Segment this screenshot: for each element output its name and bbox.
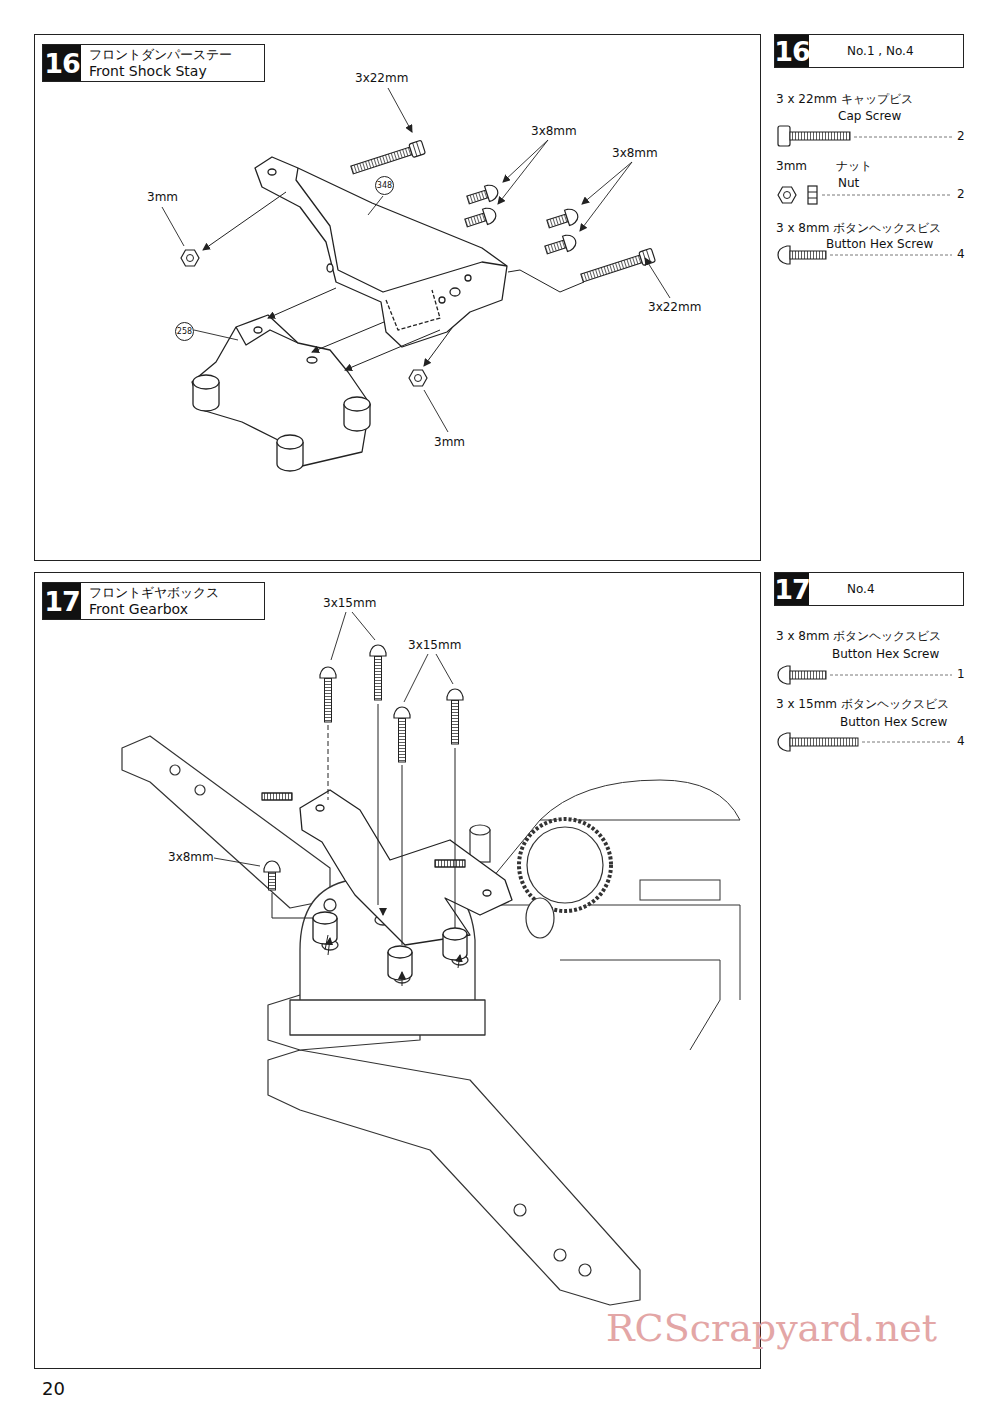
- parts-list-name: 3 x 15mm ボタンヘックスビス: [776, 697, 949, 711]
- title-text-group: No.4: [847, 581, 875, 597]
- callout-dimension: 3x8mm: [531, 124, 577, 138]
- assembly-arrow: [272, 704, 460, 986]
- shock-stay-assembly: [262, 790, 512, 980]
- step-number: 16: [774, 38, 810, 65]
- parts-count: 4: [957, 247, 965, 261]
- step-title: Front Shock Stay: [89, 63, 232, 79]
- callout-dimension: 3mm: [434, 435, 465, 449]
- callout-dimension: 3x15mm: [323, 596, 376, 610]
- callout-dimension: 3x15mm: [408, 638, 461, 652]
- step-number: 17: [44, 588, 80, 615]
- title-text-group: フロントダンパーステーFront Shock Stay: [89, 47, 232, 79]
- screw: [264, 645, 463, 890]
- parts-list-name: 3 x 8mm ボタンヘックスビス: [776, 629, 941, 643]
- parts-count: 2: [957, 129, 965, 143]
- shock-stay-mount-part: [192, 315, 370, 471]
- step-number-block: 16: [43, 45, 81, 81]
- watermark: RCScrapyard.net: [606, 1306, 937, 1352]
- parts-list-name: Button Hex Screw: [832, 647, 939, 661]
- step-title: No.1 , No.4: [847, 43, 914, 59]
- parts-header-box: 17 No.4: [774, 572, 964, 606]
- step-title: Front Gearbox: [89, 601, 219, 617]
- parts-bag-icon: [819, 42, 837, 600]
- callout-dimension: 3x22mm: [648, 300, 701, 314]
- parts-count: 1: [957, 667, 965, 681]
- parts-list-name: Nut: [838, 176, 859, 190]
- part-number: 258: [175, 322, 194, 341]
- step-title: フロントギヤボックス: [89, 585, 219, 601]
- step-number-block: 17: [775, 573, 809, 605]
- panel-frame: [35, 35, 761, 1369]
- step-title-box: 17 フロントギヤボックスFront Gearbox: [42, 582, 265, 620]
- callout-dimension: 3x8mm: [612, 146, 658, 160]
- step-title: No.4: [847, 581, 875, 597]
- screw: [181, 140, 655, 386]
- title-text-group: フロントギヤボックスFront Gearbox: [89, 585, 219, 617]
- page-number: 20: [42, 1378, 65, 1400]
- step-number: 16: [44, 50, 80, 77]
- parts-list-name: ナット: [836, 159, 872, 173]
- callout-dimension: 3x22mm: [355, 71, 408, 85]
- part-number: 348: [375, 176, 394, 195]
- parts-count: 4: [957, 734, 965, 748]
- step-number: 17: [774, 576, 810, 603]
- suspension-arm: [122, 736, 640, 1305]
- parts-list-name: 3 x 8mm ボタンヘックスビス: [776, 221, 941, 235]
- step-title: フロントダンパーステー: [89, 47, 232, 63]
- parts-list-name: Button Hex Screw: [826, 237, 933, 251]
- callout-dimension: 3x8mm: [168, 850, 214, 864]
- parts-list-name: Button Hex Screw: [840, 715, 947, 729]
- parts-list-name: 3mm: [776, 159, 807, 173]
- callout-dimension: 3mm: [147, 190, 178, 204]
- parts-count: 2: [957, 187, 965, 201]
- step-number-block: 17: [43, 583, 81, 619]
- step-number-block: 16: [775, 35, 809, 67]
- title-text-group: No.1 , No.4: [847, 43, 914, 59]
- front-shock-stay-part: [255, 157, 507, 347]
- step-title-box: 16 フロントダンパーステーFront Shock Stay: [42, 44, 265, 82]
- parts-header-box: 16 No.1 , No.4: [774, 34, 964, 68]
- parts-list-name: Cap Screw: [838, 109, 901, 123]
- assembly-arrow: [203, 192, 584, 370]
- leader-line: [162, 88, 670, 432]
- parts-list-name: 3 x 22mm キャップビス: [776, 92, 913, 106]
